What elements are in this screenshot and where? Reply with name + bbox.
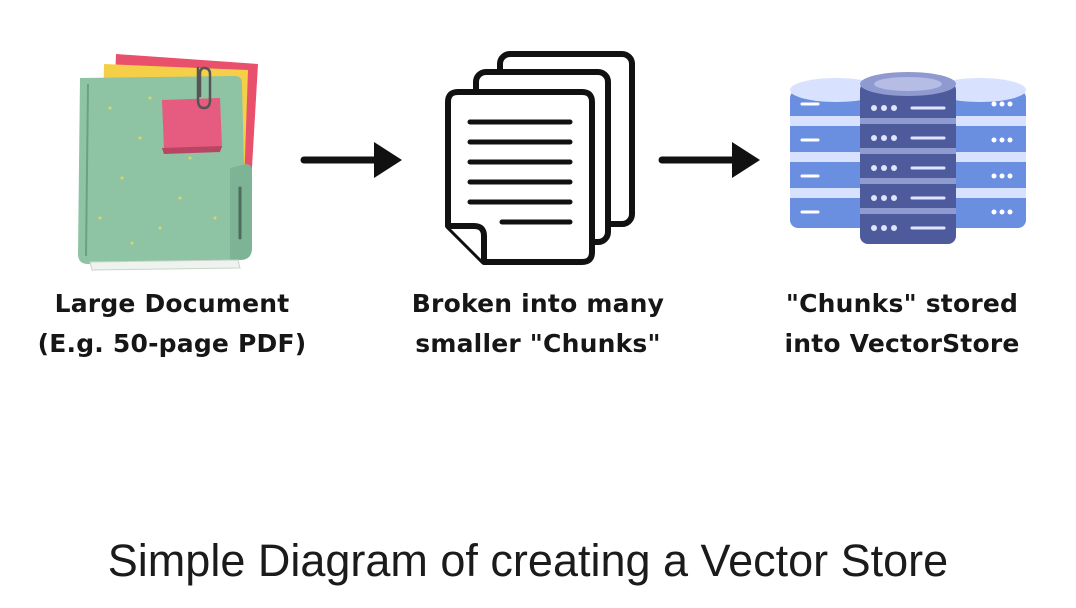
right-arrow-icon [658,138,764,182]
step-label-line: "Chunks" stored [785,289,1019,318]
step-label-line: Large Document [54,289,290,318]
paper-pages-icon [444,50,640,272]
diagram-caption: Simple Diagram of creating a Vector Stor… [107,535,949,586]
database-icon [788,72,1028,252]
step-label-line: smaller "Chunks" [415,329,661,358]
step-label-line: (E.g. 50-page PDF) [37,329,307,358]
document-stack-icon [70,48,270,273]
step-label-line: Broken into many [411,289,665,318]
step-label-chunks: Broken into many smaller "Chunks" [378,284,698,364]
step-label-vectorstore: "Chunks" stored into VectorStore [742,284,1062,364]
right-arrow-icon [300,138,406,182]
step-label-line: into VectorStore [784,329,1020,358]
step-label-large-document: Large Document (E.g. 50-page PDF) [12,284,332,364]
